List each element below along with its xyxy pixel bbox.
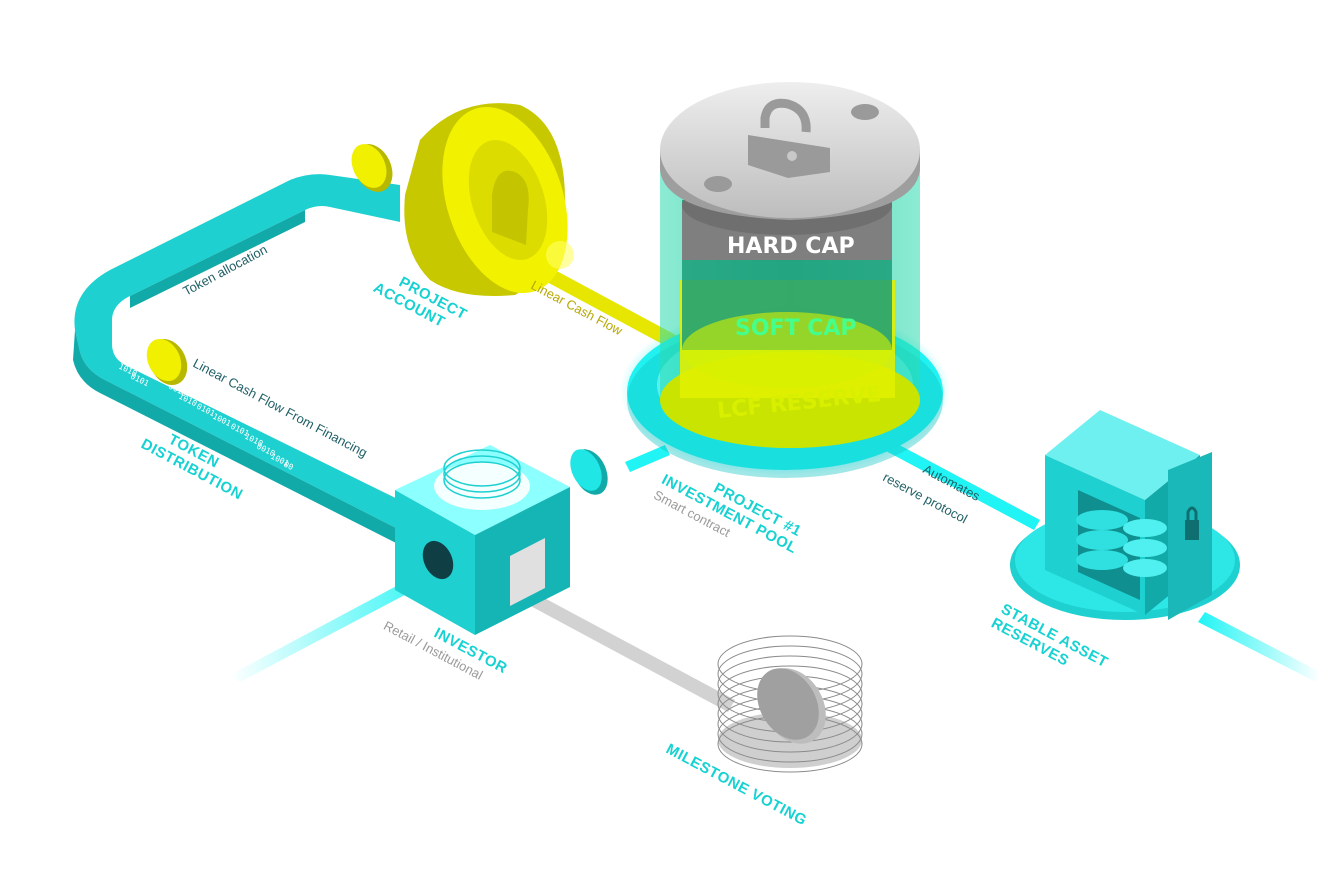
padlock-icon	[748, 98, 830, 178]
project-account-coin	[404, 103, 574, 296]
vault-icon	[1010, 410, 1240, 620]
coin-icon	[146, 338, 188, 386]
coin-icon	[351, 144, 393, 192]
soft-cap-label: SOFT CAP	[735, 316, 857, 341]
investment-pool: HARD CAP SOFT CAP LCF RESERVE	[620, 82, 950, 478]
pool-to-reserve-beam	[884, 440, 1040, 530]
linear-cash-flow-beam	[532, 262, 700, 360]
reserve-beam	[1198, 612, 1320, 682]
investor-cube	[395, 445, 570, 635]
pool-to-investor-beam	[625, 445, 670, 472]
hard-cap-label: HARD CAP	[727, 234, 855, 259]
coin-icon	[570, 449, 608, 495]
labels: PROJECT ACCOUNT TOKEN DISTRIBUTION INVES…	[138, 242, 1111, 830]
milestone-voting-cylinder	[717, 635, 863, 773]
voting-link	[512, 585, 735, 712]
token-track	[73, 174, 420, 545]
binary-row: 00	[282, 460, 295, 472]
ballot-coin-icon	[757, 668, 826, 744]
